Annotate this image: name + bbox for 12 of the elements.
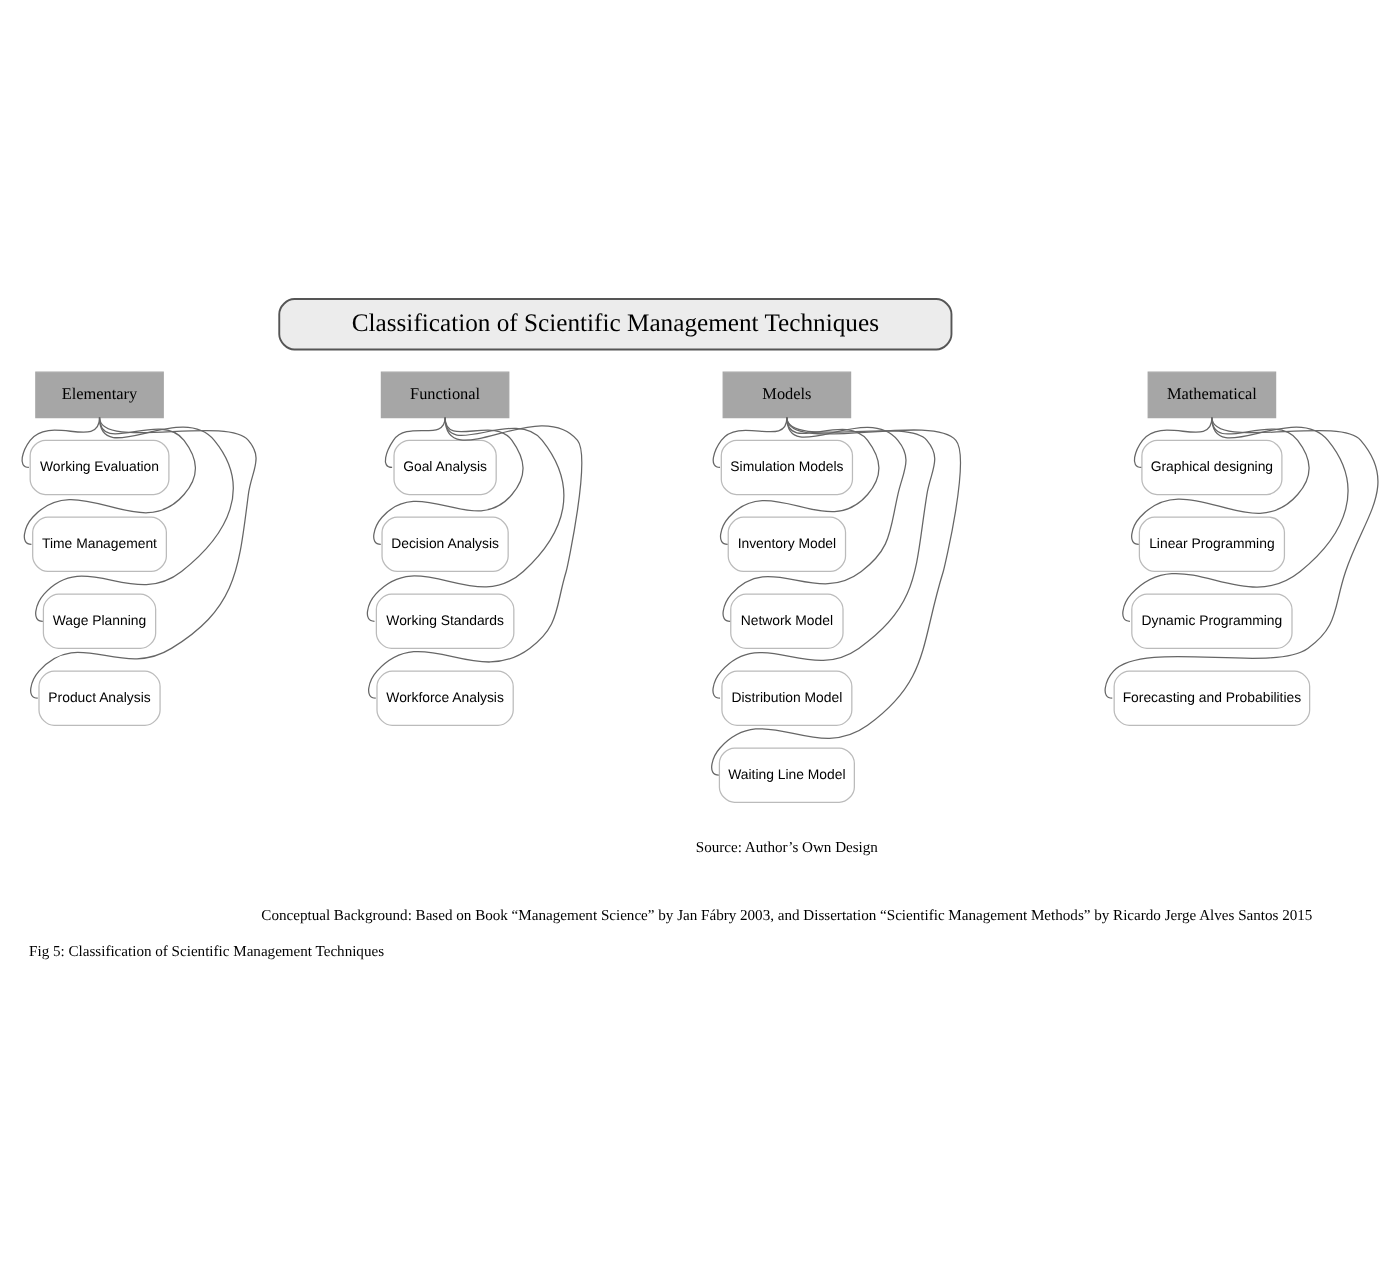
connector (35, 416, 234, 622)
connector (366, 416, 565, 622)
connector (21, 416, 101, 469)
connector (712, 416, 936, 699)
connector (1133, 416, 1213, 469)
connector (373, 416, 524, 545)
connector (712, 416, 788, 469)
connector (1122, 416, 1349, 622)
connector (1131, 416, 1310, 545)
connector (384, 416, 446, 469)
connector (1104, 416, 1379, 699)
node-box: Classification of Scientific Management Techniques (278, 298, 953, 351)
